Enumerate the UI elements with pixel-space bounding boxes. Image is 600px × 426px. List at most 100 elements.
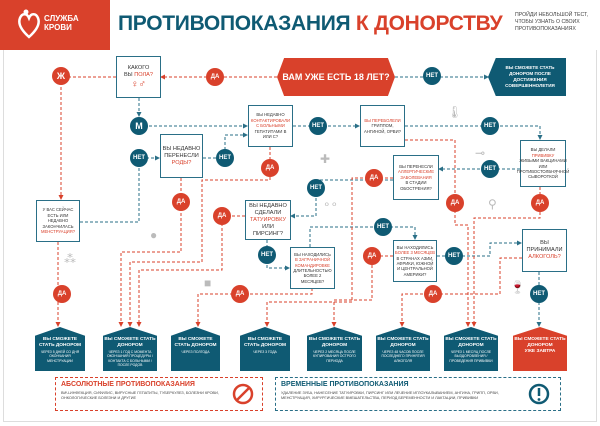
q-text: ИЛИ ПИРСИНГ? [253,223,283,237]
thermometer-icon: 🌡 [447,105,463,119]
answer-yes-node: ДА [261,159,279,177]
q-highlight: РОДЫ? [171,159,192,166]
q-highlight: АЛКОГОЛЬ? [528,254,561,260]
answer-no-node: НЕТ [530,285,548,303]
prohibited-icon [232,383,254,405]
legend-absolute: АБСОЛЮТНЫЕ ПРОТИВОПОКАЗАНИЯ ВИЧ-ИНФЕКЦИЯ… [55,377,263,411]
result-6: ВЫ СМОЖЕТЕ СТАТЬ ДОНОРОМ ЧЕРЕЗ 48 ЧАСОВ П… [376,327,430,371]
connector [203,132,248,159]
result-subtitle: ЧЕРЕЗ 1 ГОД С МОМЕНТА ОКОНЧАНИЯ ПРОЦЕДУР… [106,350,154,367]
q-text: ВЫ ПЕРЕНЕСЛИ [399,163,433,169]
result-subtitle: ЧЕРЕЗ 2 МЕСЯЦА ПОСЛЕ КУПИРОВАНИЯ ОСТРОГО… [313,350,356,363]
q-text: ВЫ ДЕЛАЛИ [530,147,556,153]
result-3: ВЫ СМОЖЕТЕ СТАТЬ ДОНОРОМ ЧЕРЕЗ ПОЛГОДА [171,327,220,371]
q-text: ВЫ НЕДАВНО [256,112,285,118]
legend-text: УДАЛЕНИЕ ЗУБА, НАНЕСЕНИЕ ТАТУИРОВКИ, ПИР… [281,391,499,400]
exclamation-icon [528,383,550,405]
answer-yes-node: ДА [446,194,464,212]
title-accent: К ДОНОРСТВУ [355,12,503,35]
connector [118,178,182,327]
molecule-icon: ⁂ [64,252,76,266]
result-subtitle: ЧЕРЕЗ 1 МЕСЯЦ ПОСЛЕ ВЫЗДОРОВЛЕНИЯ / ПРОВ… [449,350,493,363]
q-highlight: МЕНСТРУАЦИЯ? [40,229,76,235]
q-text: ВЫ НЕДАВНО ПЕРЕНЕСЛИ [162,145,201,159]
briefcase-icon: ■ [204,276,212,290]
medical-folder-icon: ✚ [320,152,331,166]
q-text: ВЫ НЕДАВНО СДЕЛАЛИ [249,202,287,216]
wine-glasses-icon: 🍷 [510,280,525,294]
q-highlight: ПРИВИВКУ [531,152,555,158]
result-title: ВЫ СМОЖЕТЕ СТАТЬ ДОНОРОМ [514,337,566,348]
answer-yes-node: ДА [213,207,231,225]
connector [58,76,116,200]
q-text: ГРИППОМ, АНГИНОЙ, ОРВИ? [364,123,401,134]
connector [290,179,393,219]
pills-icon: ∘∘ [323,197,339,211]
result-title: ВЫ СМОЖЕТЕ СТАТЬ ДОНОРОМ [377,337,429,348]
answer-yes-node: ДА [424,285,442,303]
logo-line: КРОВИ [44,23,72,32]
result-title: ВЫ СМОЖЕТЕ СТАТЬ ДОНОРОМ [243,337,287,348]
answer-yes-node: ДА [172,193,190,211]
page-frame [3,50,597,422]
q-text: ГЕПАТИТАМИ В ИЛИ С? [254,128,287,140]
connector [80,155,160,223]
gender-female-node: Ж [52,67,70,85]
q-text: ЖИВЫМИ ВАКЦИНАМИ ИЛИ ПРОТИВОСТОЛБНЯЧНОЙ … [516,158,570,180]
connector [437,240,522,257]
legend-title: ВРЕМЕННЫЕ ПРОТИВОПОКАЗАНИЯ [281,381,409,388]
connector [405,139,471,327]
q-text: В СТРАНАХ АЗИИ, АФРИКИ, ЮЖНОЙ И ЦЕНТРАЛЬ… [396,255,434,277]
result-7: ВЫ СМОЖЕТЕ СТАТЬ ДОНОРОМ ЧЕРЕЗ 1 МЕСЯЦ ПО… [444,327,498,371]
connector [309,226,418,247]
answer-yes-node: ДА [206,68,224,86]
answer-yes-node: ДА [231,285,249,303]
result-title: ВЫ СМОЖЕТЕ СТАТЬ ДОНОРОМ [445,337,497,348]
q-text: ДЛИТЕЛЬНОСТЬЮ БОЛЕЕ 2 МЕСЯЦЕВ? [293,268,332,284]
answer-no-node: НЕТ [309,117,327,135]
q-highlight: В ЗАГРАНИЧНОЙ КОМАНДИРОВКЕ [295,257,330,268]
result-title: ВЫ СМОЖЕТЕ СТАТЬ ДОНОРОМ [174,337,217,348]
connector [266,240,290,271]
logo-line: СЛУЖБА [44,14,79,23]
connector [405,125,543,140]
answer-no-node: НЕТ [130,149,148,167]
result-subtitle: ЧЕРЕЗ 48 ЧАСОВ ПОСЛЕ ПОСЛЕДНЕГО ПРИНЯТИЯ… [381,350,425,363]
q-text: У ВАС СЕЙЧАС ЕСТЬ ИЛИ НЕДАВНО ЗАКОНЧИЛАС… [42,207,74,229]
q-text: В СТАДИИ ОБОСТРЕНИЯ? [400,180,432,191]
gender-male-node: М [130,117,148,135]
answer-no-node: НЕТ [374,218,392,236]
answer-yes-node: ДА [53,285,71,303]
answer-no-node: НЕТ [481,117,499,135]
q-highlight: АЛЛЕРГИЧЕСКИЕ ЗАБОЛЕВАНИЯ [397,169,435,180]
answer-yes-node: ДА [363,247,381,265]
result-subtitle: ЧЕРЕЗ ПОЛГОДА [181,350,210,354]
age-question: ВАМ УЖЕ ЕСТЬ 18 ЛЕТ? [277,58,395,96]
q-highlight: ВЫ ПЕРЕБОЛЕЛИ [364,117,401,123]
result-title: ВЫ СМОЖЕТЕ СТАТЬ ДОНОРОМ [104,337,156,348]
page-title: ПРОТИВОПОКАЗАНИЯ К ДОНОРСТВУ [118,12,503,36]
q-highlight: ТАТУИРОВКУ [249,216,287,223]
answer-yes-node: ДА [365,169,383,187]
q-text: ВЫ ПРИНИМАЛИ [526,240,563,253]
q-text: КАКОГО [127,64,150,71]
legend-text: ВИЧ-ИНФЕКЦИЯ, СИФИЛИС, ВИРУСНЫЕ ГЕПАТИТЫ… [61,391,219,400]
answer-no-node: НЕТ [307,179,325,197]
microscope-icon: ⚲ [488,197,497,211]
question-gender: КАКОГО ВЫ ПОЛА? ♀♂ [116,56,161,98]
q-highlight: КОНТАКТИРОВАЛИ С БОЛЬНЫМИ [250,117,291,129]
title-main: ПРОТИВОПОКАЗАНИЯ [118,12,351,35]
q-text: ВЫ НАХОДИЛИСЬ [396,244,434,250]
